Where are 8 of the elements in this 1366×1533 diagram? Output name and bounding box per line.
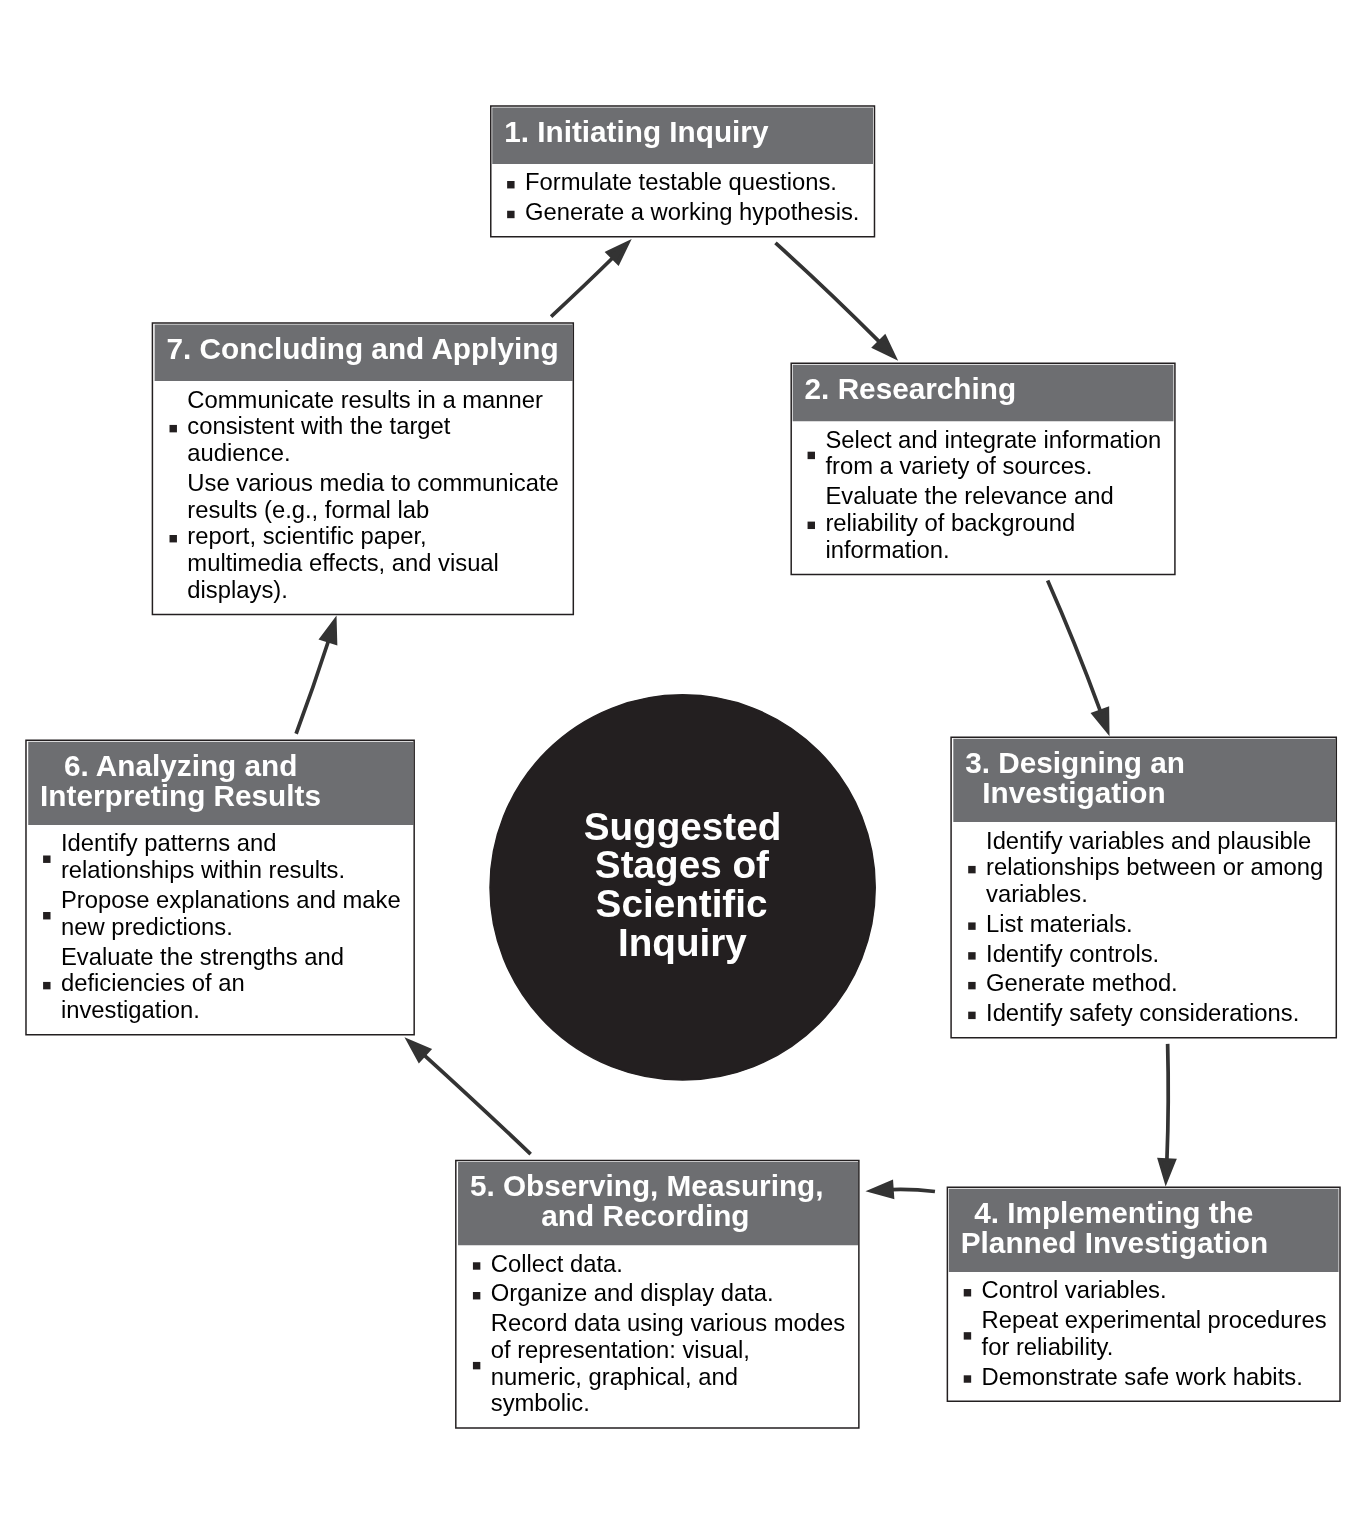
arrow (404, 1036, 532, 1155)
node-circle: Suggested Stages of Scientific Inquiry (489, 693, 876, 1081)
arrow (774, 241, 899, 361)
arrow (865, 1179, 936, 1199)
arrow (1045, 579, 1110, 736)
arrow (1157, 1043, 1177, 1186)
arrow (549, 238, 632, 318)
arrow (294, 615, 338, 734)
